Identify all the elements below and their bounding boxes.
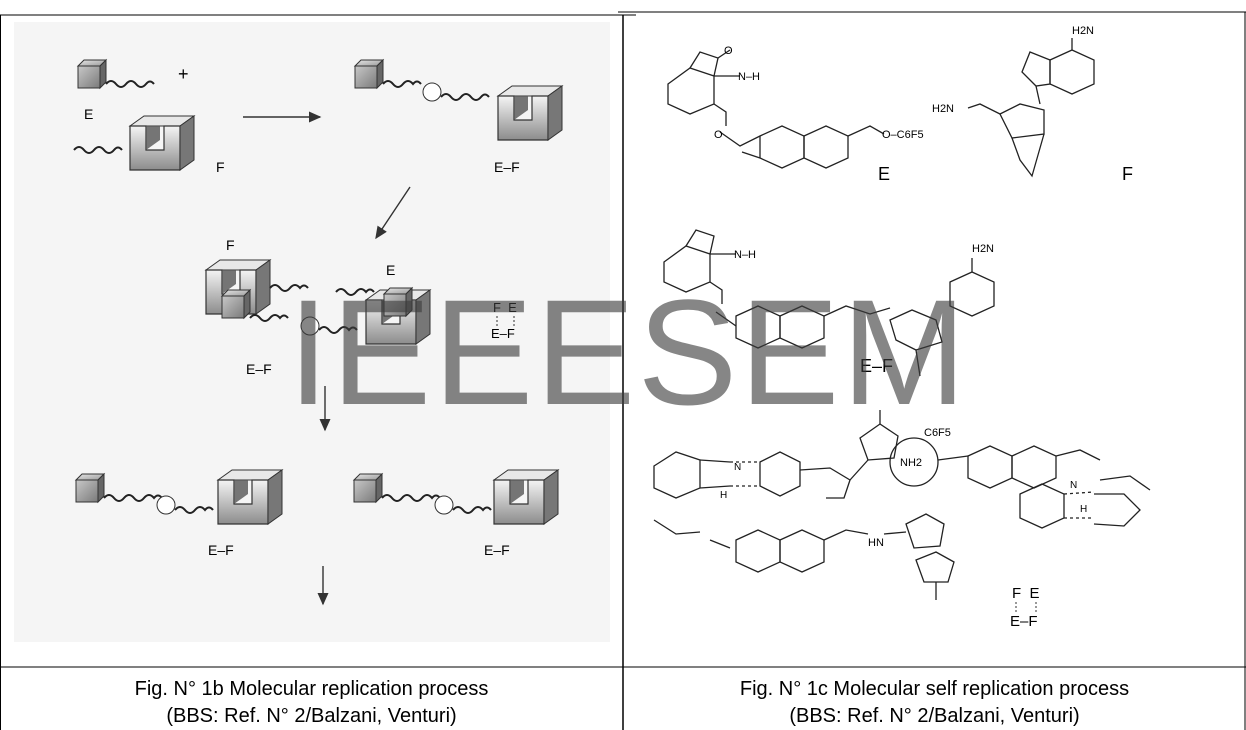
h-label-2: H	[1080, 504, 1087, 515]
label-structure-e: E	[878, 164, 890, 184]
scheme-bottom-right: E–F	[1010, 613, 1038, 630]
label-structure-f: F	[1122, 164, 1133, 184]
template-complex	[205, 259, 431, 345]
structure-e	[667, 49, 885, 169]
scheme-bottom-left: E–F	[491, 326, 515, 341]
product-ef-4	[353, 469, 559, 525]
caption-left: Fig. N° 1b Molecular replication process…	[0, 676, 623, 730]
label-ef-4: E–F	[484, 542, 510, 558]
label-ef-2: E–F	[246, 361, 272, 377]
o-label-1: O	[724, 45, 733, 57]
h2n-label-f-left: H2N	[932, 103, 954, 115]
label-f-top: F	[226, 237, 235, 253]
c6f5-label-template: C6F5	[924, 427, 951, 439]
scheme-top-right: F E	[1012, 585, 1040, 602]
h2n-label-ef: H2N	[972, 243, 994, 255]
n-label-1: N	[734, 462, 741, 473]
nh-label: N–H	[738, 71, 760, 83]
caption-right: Fig. N° 1c Molecular self replication pr…	[623, 676, 1246, 730]
nh-label-ef: N–H	[734, 249, 756, 261]
caption-left-line1: Fig. N° 1b Molecular replication process	[134, 678, 489, 700]
label-f: F	[216, 159, 225, 175]
caption-right-line2: (BBS: Ref. N° 2/Balzani, Venturi)	[789, 705, 1080, 727]
watermark: IEEESEM	[288, 268, 969, 436]
caption-right-line1: Fig. N° 1c Molecular self replication pr…	[739, 678, 1130, 700]
product-ef-3	[75, 469, 283, 525]
caption-left-line2: (BBS: Ref. N° 2/Balzani, Venturi)	[166, 705, 457, 727]
hn-label: HN	[868, 537, 884, 549]
c6f5-label: O–C6F5	[882, 129, 924, 141]
o-label-2: O	[714, 129, 723, 141]
molecule-e-cube	[77, 59, 107, 89]
e-tail	[105, 80, 155, 88]
scheme-top-left: F E	[493, 300, 517, 315]
label-ef-3: E–F	[208, 542, 234, 558]
structure-f	[967, 38, 1095, 178]
label-structure-ef: E–F	[860, 356, 893, 376]
f-tail	[73, 146, 123, 154]
label-e: E	[84, 106, 93, 122]
label-ef-1: E–F	[494, 159, 520, 175]
n-label-2: N	[1070, 480, 1077, 491]
product-ef-1	[354, 59, 563, 141]
structure-ef	[663, 229, 995, 377]
label-e-top: E	[386, 262, 395, 278]
label-plus: +	[178, 64, 189, 84]
arrow-diagonal	[375, 186, 411, 240]
nh2-label: NH2	[900, 457, 922, 469]
h-label-1: H	[720, 490, 727, 501]
h2n-label-f-top: H2N	[1072, 25, 1094, 37]
structure-template	[653, 410, 1151, 600]
